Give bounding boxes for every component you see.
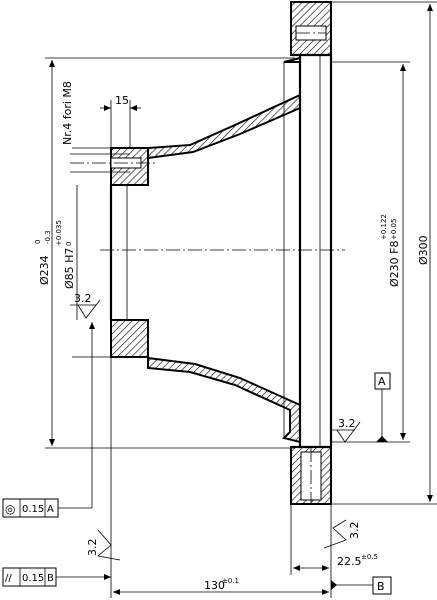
dim-85-upper: +0.035 (55, 220, 63, 246)
roughness-symbols: 3.2 3.2 3.2 3.2 (70, 292, 361, 561)
dim-234-upper: 0 (34, 240, 42, 244)
dim-130-tol: ±0.1 (222, 577, 239, 585)
dimension-texts: Ø234 0 -0.3 Ø85 H7 +0.035 0 Nr.4 fori M8… (34, 81, 430, 592)
dim-230-upper: +0.122 (380, 214, 388, 240)
dim-230-lower: +0.05 (390, 219, 398, 240)
dim-22-5-tol: ±0.5 (361, 553, 378, 561)
concentricity-datum: A (47, 504, 54, 515)
dim-230: Ø230 F8 (388, 241, 401, 287)
datum-b-label: B (377, 580, 385, 593)
dim-holes: Nr.4 fori M8 (61, 81, 74, 145)
parallelism-frame: // 0.15 B (2, 567, 111, 587)
concentricity-symbol: ◎ (5, 502, 15, 516)
roughness-bore: 3.2 (74, 292, 92, 305)
parallelism-tol: 0.15 (22, 573, 44, 584)
dim-85: Ø85 H7 (63, 248, 76, 289)
datum-a-label: A (378, 375, 386, 388)
parallelism-datum: B (47, 573, 54, 584)
parallelism-symbol: // (5, 573, 12, 584)
dim-234: Ø234 (38, 255, 51, 285)
part-section (70, 1, 345, 505)
dim-130: 130 (204, 579, 225, 592)
concentricity-tol: 0.15 (22, 504, 44, 515)
dimension-lines (45, 1, 437, 598)
datum-b: B (331, 576, 392, 595)
dim-85-lower: 0 (65, 242, 73, 246)
dim-234-lower: -0.3 (44, 230, 52, 244)
roughness-face-right: 3.2 (338, 417, 356, 430)
roughness-left-face: 3.2 (86, 539, 99, 557)
dim-300: Ø300 (417, 235, 430, 265)
concentricity-frame: ◎ 0.15 A (2, 322, 95, 518)
dim-22-5: 22.5 (337, 555, 362, 568)
datum-a: A (374, 372, 391, 442)
dim-15: 15 (115, 94, 129, 107)
roughness-flange-side: 3.2 (348, 522, 361, 540)
